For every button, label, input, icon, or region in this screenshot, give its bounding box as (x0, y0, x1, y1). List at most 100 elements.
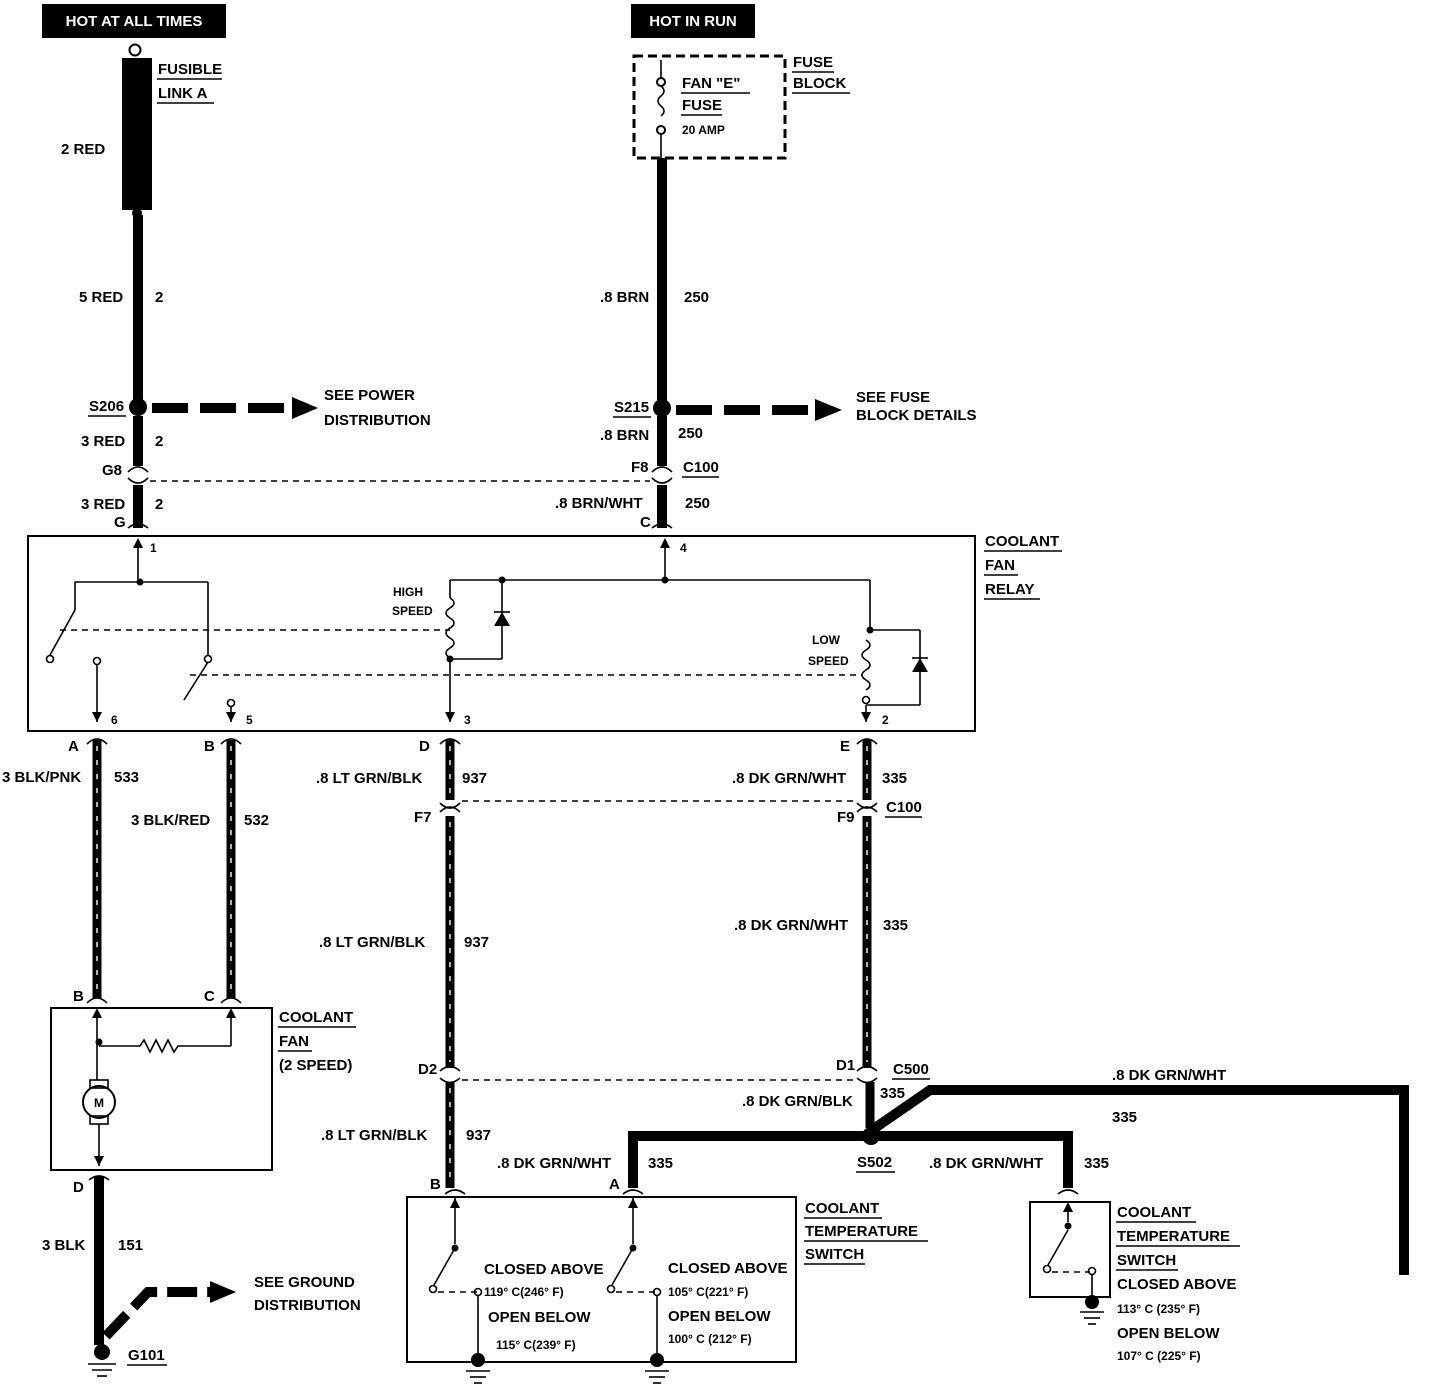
splice-s502-label: S502 (857, 1154, 892, 1171)
coolant-temp-switch-dual-box (406, 1196, 797, 1363)
wire-label-blk-ground: 3 BLK (42, 1237, 86, 1254)
dual-switch-label-3: SWITCH (805, 1246, 864, 1263)
dual-switch-internals (428, 1198, 669, 1384)
splice-s206-dot (129, 398, 147, 416)
connector-c500 (439, 1065, 878, 1084)
wire-circuit-8-brn-lower: 250 (678, 425, 703, 442)
see-ground-line-1: SEE GROUND (254, 1274, 355, 1291)
fuse-block-label-2: BLOCK (793, 75, 846, 92)
wire-label-dk-grn-3: .8 DK GRN/WHT (497, 1155, 611, 1172)
coolant-fan-relay-box (27, 535, 976, 732)
relay-label-2: FAN (985, 557, 1015, 574)
wire-circuit-dk-grn-3: 335 (648, 1155, 673, 1172)
dual-left-open: OPEN BELOW (488, 1309, 591, 1326)
header-hot-at-all-times: HOT AT ALL TIMES (42, 4, 226, 38)
wire-label-blk-red: 3 BLK/RED (131, 812, 210, 829)
wire-circuit-dk-grn-4: 335 (1084, 1155, 1109, 1172)
relay-pin-1: 1 (150, 541, 157, 555)
switch-connector-a-label: A (609, 1176, 620, 1193)
see-ground-line-2: DISTRIBUTION (254, 1297, 361, 1314)
wire-label-lt-grn-2: .8 LT GRN/BLK (319, 934, 426, 951)
wire-335-far-right (869, 1085, 1409, 1275)
relay-low-label-2: SPEED (808, 654, 849, 668)
single-switch-closed: CLOSED ABOVE (1117, 1276, 1236, 1293)
wire-label-dk-grn-1: .8 DK GRN/WHT (732, 770, 846, 787)
see-ground-arrow (102, 1281, 236, 1340)
single-switch-label-1: COOLANT (1117, 1204, 1191, 1221)
wire-circuit-blk-red: 532 (244, 812, 269, 829)
splice-s215-label: S215 (614, 399, 649, 416)
fuse-rating: 20 AMP (682, 123, 725, 137)
connector-b-label: B (204, 738, 215, 755)
relay-pin-4: 4 (680, 541, 687, 555)
relay-internals (45, 538, 928, 722)
see-fuse-line-2: BLOCK DETAILS (856, 407, 977, 424)
wire-circuit-lt-grn-2: 937 (464, 934, 489, 951)
relay-pin-5: 5 (246, 713, 253, 727)
dual-right-closed: CLOSED ABOVE (668, 1260, 787, 1277)
dual-left-closed-temp: 119° C(246° F) (484, 1285, 564, 1299)
connector-c100-mid (439, 800, 878, 813)
connector-d-label: D (419, 738, 430, 755)
connector-g-label: G (114, 514, 126, 531)
wire-circuit-3-red-b: 2 (155, 496, 163, 513)
see-power-line-2: DISTRIBUTION (324, 412, 431, 429)
dual-left-closed: CLOSED ABOVE (484, 1261, 603, 1278)
wire-label-lt-grn-3: .8 LT GRN/BLK (321, 1127, 428, 1144)
connector-caps-relay-bottom (86, 738, 878, 745)
wire-circuit-dk-grn-right: 335 (1112, 1109, 1137, 1126)
wire-circuit-5-red: 2 (155, 289, 163, 306)
fan-connector-c-label: C (204, 988, 215, 1005)
relay-low-label-1: LOW (812, 633, 841, 647)
wire-label-dk-grn-4: .8 DK GRN/WHT (929, 1155, 1043, 1172)
relay-high-label-1: HIGH (393, 585, 423, 599)
wire-circuit-8-brn-wht: 250 (685, 495, 710, 512)
connector-c100-top-label: C100 (683, 459, 719, 476)
single-switch-open: OPEN BELOW (1117, 1325, 1220, 1342)
connector-e-label: E (840, 738, 850, 755)
header-hot-in-run-text: HOT IN RUN (649, 13, 737, 30)
dual-right-open-temp: 100° C (212° F) (668, 1332, 752, 1346)
see-fuse-line-1: SEE FUSE (856, 389, 930, 406)
wire-circuit-3-red-a: 2 (155, 433, 163, 450)
dual-right-open: OPEN BELOW (668, 1308, 771, 1325)
wire-label-dk-grn-right: .8 DK GRN/WHT (1112, 1067, 1226, 1084)
fuse-name-1: FAN "E" (682, 75, 740, 92)
fuse-block-label-1: FUSE (793, 54, 833, 71)
wire-circuit-dk-grn-2: 335 (883, 917, 908, 934)
relay-pin-3: 3 (464, 713, 471, 727)
wire-circuit-lt-grn-3: 937 (466, 1127, 491, 1144)
wire-label-3-red-b: 3 RED (81, 496, 125, 513)
header-hot-at-all-times-text: HOT AT ALL TIMES (66, 13, 203, 30)
coolant-fan-box (50, 1007, 273, 1171)
fan-label-2: FAN (279, 1033, 309, 1050)
fusible-link (122, 43, 152, 218)
connector-c100-mid-label: C100 (886, 799, 922, 816)
wire-label-8-brn-upper: .8 BRN (600, 289, 649, 306)
wire-label-2-red: 2 RED (61, 141, 105, 158)
wire-circuit-blk-pnk: 533 (114, 769, 139, 786)
fuse-name-2: FUSE (682, 97, 722, 114)
wire-label-blk-pnk: 3 BLK/PNK (2, 769, 81, 786)
connector-c500-label: C500 (893, 1061, 929, 1078)
fan-label-3: (2 SPEED) (279, 1057, 352, 1074)
dual-right-closed-temp: 105° C(221° F) (668, 1285, 748, 1299)
connector-d1-label: D1 (836, 1057, 855, 1074)
wire-circuit-blk-ground: 151 (118, 1237, 143, 1254)
connector-d2-label: D2 (418, 1061, 437, 1078)
connector-f7-label: F7 (414, 809, 432, 826)
connector-f8-label: F8 (631, 459, 649, 476)
relay-high-label-2: SPEED (392, 604, 433, 618)
wire-label-lt-grn-1: .8 LT GRN/BLK (316, 770, 423, 787)
wire-label-8-brn-lower: .8 BRN (600, 427, 649, 444)
wire-label-dk-grn-2: .8 DK GRN/WHT (734, 917, 848, 934)
header-hot-in-run: HOT IN RUN (631, 4, 755, 38)
wire-circuit-8-brn-upper: 250 (684, 289, 709, 306)
coolant-temp-switch-single-box (1029, 1201, 1111, 1298)
see-power-line-1: SEE POWER (324, 387, 415, 404)
switch-connector-b-label: B (430, 1176, 441, 1193)
relay-label-3: RELAY (985, 581, 1034, 598)
single-switch-label-2: TEMPERATURE (1117, 1228, 1230, 1245)
fuse-block (632, 54, 787, 160)
